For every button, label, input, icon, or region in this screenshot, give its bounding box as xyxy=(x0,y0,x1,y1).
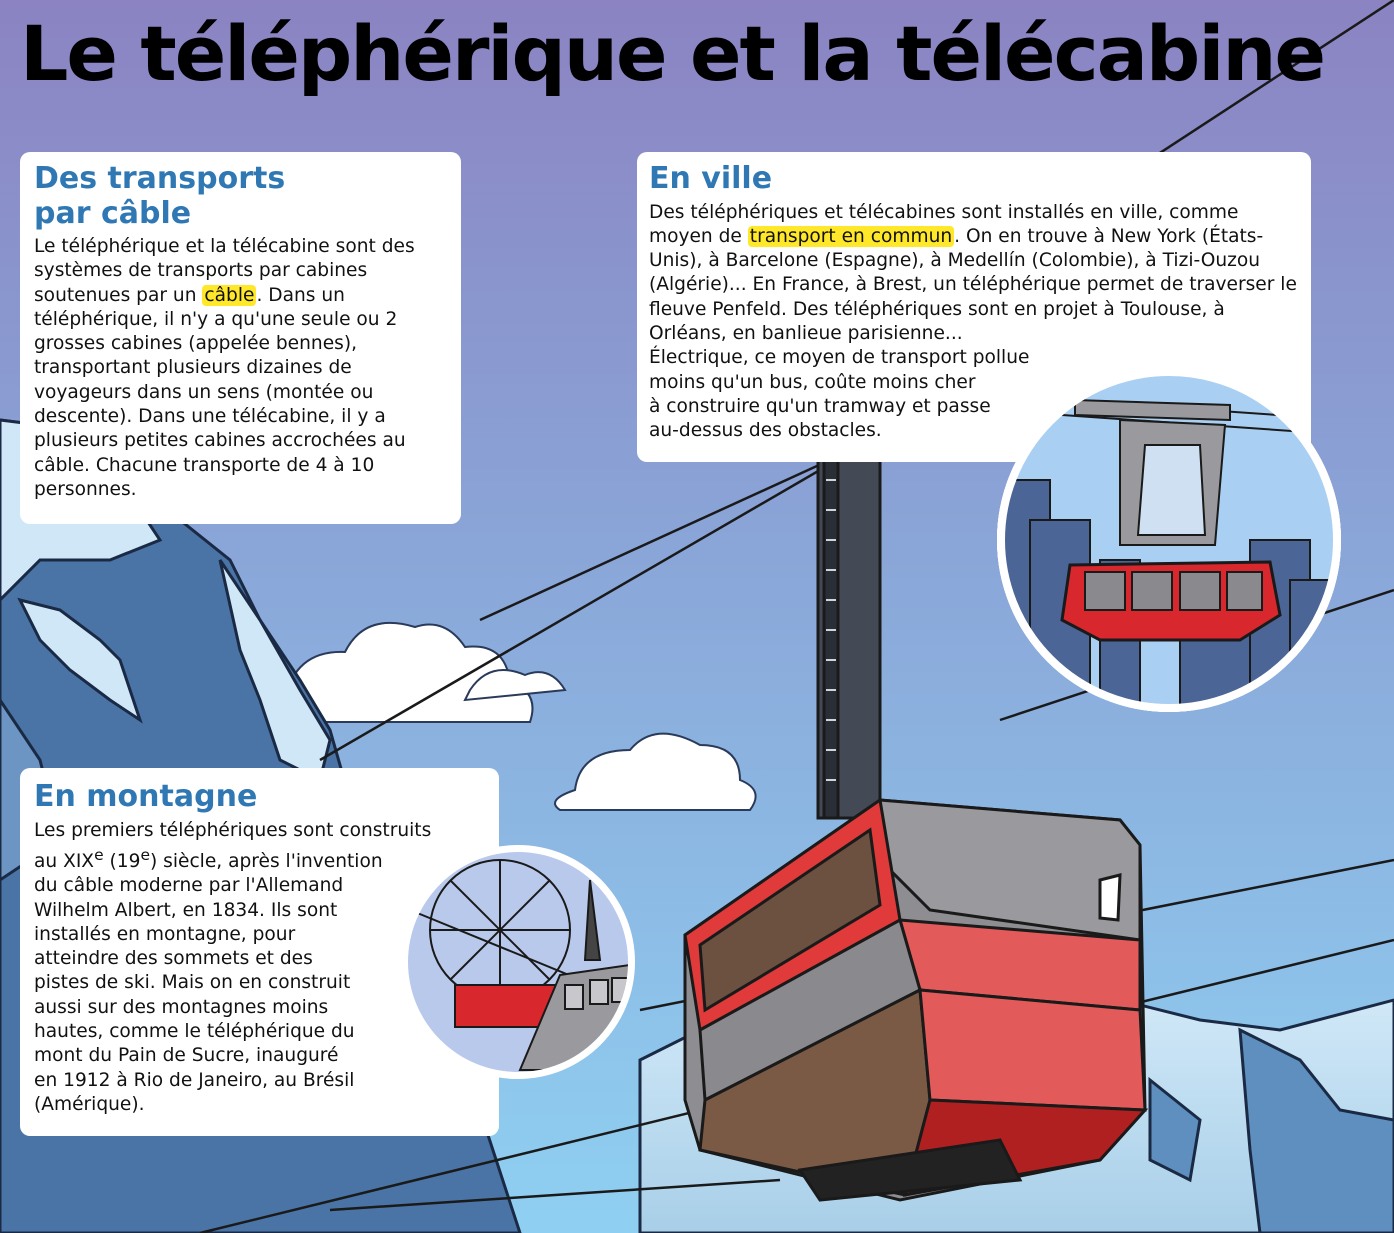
superscript: e xyxy=(94,845,104,864)
text-line: atteindre des sommets et des xyxy=(34,948,313,970)
text-line: pistes de ski. Mais on en construit xyxy=(34,972,351,994)
text-segment: ) siècle, après l'invention xyxy=(149,850,383,872)
city-illustration-overlay xyxy=(997,368,1341,712)
text-line: hautes, comme le téléphérique du xyxy=(34,1021,355,1043)
text-line: Les premiers téléphériques sont construi… xyxy=(34,819,432,841)
section-heading: En montagne xyxy=(34,779,258,814)
section-text: Le téléphérique et la télécabine sont de… xyxy=(34,235,447,502)
superscript: e xyxy=(140,845,150,864)
text-segment: Des téléphériques et télécabines sont in… xyxy=(649,201,1239,247)
text-line: Wilhelm Albert, en 1834. Ils sont xyxy=(34,899,338,921)
text-line: à construire qu'un tramway et passe xyxy=(649,395,991,417)
text-segment: (19 xyxy=(103,850,141,872)
text-segment: . On en trouve à New York (États-Unis), … xyxy=(649,225,1297,344)
text-segment: . Dans un téléphérique, il n'y a qu'une … xyxy=(34,284,406,500)
page-title: Le téléphérique et la télécabine xyxy=(20,9,1326,98)
highlighted-term: câble xyxy=(202,284,257,306)
text-line: Électrique, ce moyen de transport pollue xyxy=(649,347,1030,369)
text-line: du câble moderne par l'Allemand xyxy=(34,875,344,897)
text-segment: au XIX xyxy=(34,850,95,872)
text-line: aussi sur des montagnes moins xyxy=(34,996,329,1018)
text-line: (Amérique). xyxy=(34,1093,145,1115)
heading-line: Des transports xyxy=(34,161,286,196)
section-heading: Des transports par câble xyxy=(34,161,447,231)
section-text: Des téléphériques et télécabines sont in… xyxy=(649,201,1299,444)
cloud xyxy=(277,621,757,811)
cable-car-cabin xyxy=(683,797,1149,1202)
text-line: au XIXe (19e) siècle, après l'invention xyxy=(34,843,485,874)
highlighted-term: transport en commun xyxy=(747,225,955,247)
cable-car-pylon xyxy=(816,456,882,820)
text-line: mont du Pain de Sucre, inauguré xyxy=(34,1045,339,1067)
text-line: installés en montagne, pour xyxy=(34,923,296,945)
text-line: en 1912 à Rio de Janeiro, au Brésil xyxy=(34,1069,355,1091)
mountain-illustration-overlay xyxy=(401,845,635,1079)
text-line: au-dessus des obstacles. xyxy=(649,420,882,442)
section-heading: En ville xyxy=(649,161,773,196)
section-cable-transport: Des transports par câble Le téléphérique… xyxy=(20,152,461,524)
heading-line: par câble xyxy=(34,195,192,231)
text-segment: Le téléphérique et la télécabine sont de… xyxy=(34,236,415,306)
section-text: Les premiers téléphériques sont construi… xyxy=(34,819,485,1118)
text-line: moins qu'un bus, coûte moins cher xyxy=(649,371,976,393)
